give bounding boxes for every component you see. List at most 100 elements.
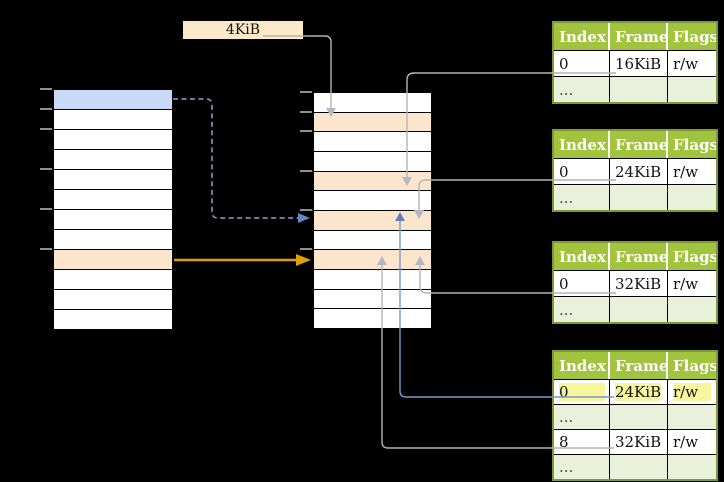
- table-row-ellipsis: ...: [554, 454, 716, 479]
- cell-frame: 16KiB: [610, 50, 668, 76]
- header-cell-frame: Frame: [610, 243, 668, 270]
- cell-index: ...: [554, 184, 610, 210]
- page-row: [54, 170, 172, 190]
- cell-flags: r/w: [668, 429, 716, 454]
- middle-address-tick: [300, 170, 312, 172]
- cell-frame: [610, 454, 668, 479]
- page-row: [54, 150, 172, 170]
- cell-frame: 32KiB: [610, 429, 668, 454]
- left-address-tick: [40, 208, 52, 210]
- cell-flags: [668, 296, 716, 322]
- cell-index: ...: [554, 296, 610, 322]
- frame-row-orange: [314, 250, 431, 271]
- header-cell-index: Index: [554, 23, 610, 50]
- arrow-blue-page-to-pagetable-dashed: [173, 98, 298, 219]
- highlighted-value: r/w: [673, 383, 711, 401]
- frame-row-orange: [314, 112, 431, 133]
- header-cell-flags: Flags: [668, 131, 716, 158]
- page-row-orange: [54, 250, 172, 270]
- frame-row: [314, 270, 431, 290]
- frame-row: [314, 309, 431, 329]
- page-row: [54, 290, 172, 310]
- left-address-tick: [40, 168, 52, 170]
- frame-row-orange: [314, 211, 431, 231]
- cell-index: ...: [554, 454, 610, 479]
- left-address-tick: [40, 88, 52, 90]
- cell-frame: [610, 76, 668, 102]
- cell-index: 8: [554, 429, 610, 454]
- frame-row: [314, 132, 431, 153]
- left-address-tick: [40, 128, 52, 130]
- cell-flags: r/w: [668, 158, 716, 184]
- frame-row: [314, 152, 431, 172]
- cell-frame: [610, 184, 668, 210]
- cell-flags: [668, 454, 716, 479]
- header-cell-index: Index: [554, 243, 610, 270]
- table-row-ellipsis: ...: [554, 184, 716, 210]
- header-cell-frame: Frame: [610, 23, 668, 50]
- header-cell-index: Index: [554, 131, 610, 158]
- page-row: [54, 210, 172, 230]
- frame-row: [314, 289, 431, 310]
- page-row: [54, 190, 172, 210]
- header-cell-flags: Flags: [668, 23, 716, 50]
- frame-row: [314, 230, 431, 251]
- header-cell-flags: Flags: [668, 352, 716, 379]
- cell-flags: r/w: [668, 50, 716, 76]
- page-size-label: 4KiB: [183, 21, 303, 39]
- cell-index: 0: [554, 50, 610, 76]
- cell-index: ...: [554, 76, 610, 102]
- page-row: [54, 130, 172, 150]
- table-row-ellipsis: ...: [554, 296, 716, 322]
- cell-flags: [668, 76, 716, 102]
- page-row: [54, 110, 172, 130]
- cell-frame: 24KiB: [610, 379, 668, 404]
- page-row: [54, 270, 172, 290]
- cell-index: ...: [554, 404, 610, 429]
- table-row-ellipsis: ...: [554, 76, 716, 102]
- frame-row-orange: [314, 171, 431, 192]
- left-address-tick: [40, 108, 52, 110]
- header-cell-frame: Frame: [610, 131, 668, 158]
- cell-flags: r/w: [668, 379, 716, 404]
- cell-flags: [668, 184, 716, 210]
- page-row-blue: [54, 90, 172, 110]
- cell-frame: [610, 296, 668, 322]
- cell-frame: 24KiB: [610, 158, 668, 184]
- header-cell-flags: Flags: [668, 243, 716, 270]
- highlighted-value: 0: [559, 383, 605, 401]
- middle-address-tick: [300, 130, 312, 132]
- cell-flags: r/w: [668, 270, 716, 296]
- page-row: [54, 310, 172, 329]
- middle-address-tick: [300, 209, 312, 211]
- page-row: [54, 230, 172, 250]
- table-row-entry: 0 24KiB r/w: [554, 379, 716, 404]
- frame-row: [314, 191, 431, 212]
- cell-index: 0: [554, 270, 610, 296]
- middle-address-tick: [300, 91, 312, 93]
- cell-flags: [668, 404, 716, 429]
- header-cell-index: Index: [554, 352, 610, 379]
- highlighted-value: 24KiB: [615, 383, 662, 401]
- middle-address-tick: [300, 111, 312, 113]
- page-size-label-text: 4KiB: [225, 22, 261, 38]
- cell-frame: 32KiB: [610, 270, 668, 296]
- physical-memory-table: [313, 92, 432, 329]
- arrow-blue-page-to-pagetable-dashed-head: [298, 213, 310, 223]
- frame-row: [314, 93, 431, 113]
- left-address-tick: [40, 248, 52, 250]
- middle-address-tick: [300, 248, 312, 250]
